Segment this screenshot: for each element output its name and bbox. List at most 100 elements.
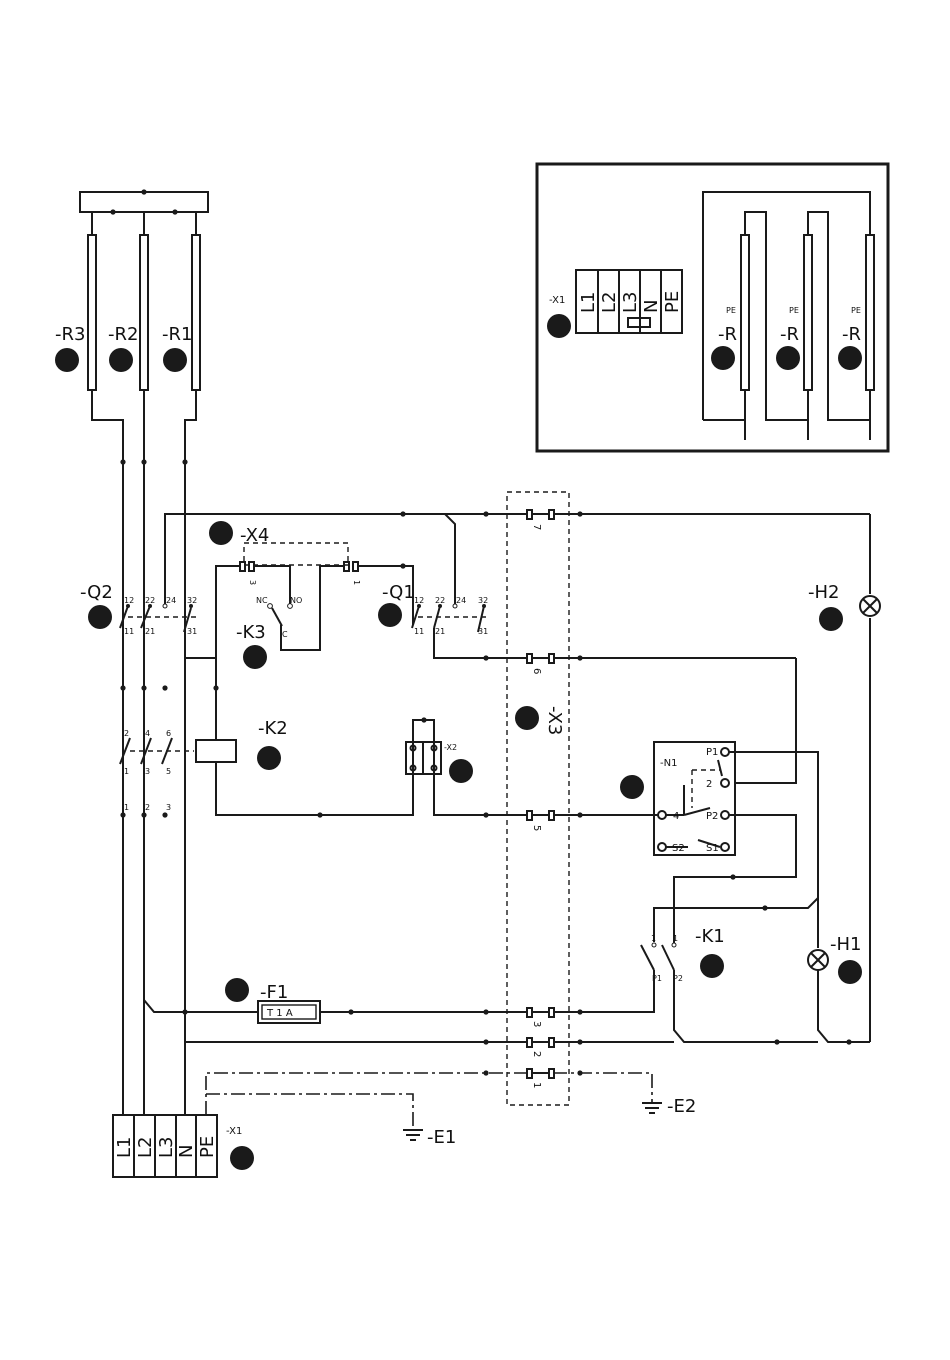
heater-r1-element	[192, 235, 200, 390]
marker-q1	[378, 603, 402, 627]
q1-contact-12: 12	[414, 596, 424, 605]
x3-terminal-5	[527, 811, 554, 820]
label-h1: -H1	[830, 934, 861, 955]
q2-contact-31: 31	[187, 627, 197, 636]
label-k2: -K2	[258, 718, 288, 739]
inset-marker-r2	[776, 346, 800, 370]
marker-x2	[449, 759, 473, 783]
inset-pe-3: PE	[851, 306, 861, 315]
contactor-bottom-5: 5	[166, 767, 171, 776]
marker-x4	[209, 521, 233, 545]
n1-term-4: 4	[673, 811, 679, 822]
ground-e1	[403, 1130, 423, 1140]
label-x3: -X3	[544, 706, 565, 735]
marker-h1	[838, 960, 862, 984]
label-x4: -X4	[240, 525, 269, 546]
inset-label-r2: -R	[780, 324, 799, 345]
n1-term-p1: P1	[706, 747, 718, 758]
x3-terminal-7	[527, 510, 554, 519]
x1-terminal-pe: PE	[197, 1136, 218, 1158]
x3-terminal-6	[527, 654, 554, 663]
marker-x3	[515, 706, 539, 730]
terminal-strip-x3: 7 6 5 3 2 1 -X3	[507, 492, 569, 1105]
contactor-top-6: 6	[166, 729, 171, 738]
n1-term-2: 2	[706, 779, 712, 790]
inset-terminal-l1: L1	[578, 292, 599, 313]
heater-r3-element	[88, 235, 96, 390]
inset-marker-r3	[838, 346, 862, 370]
n1-term-p2: P2	[706, 811, 718, 822]
x3-num-7: 7	[531, 524, 542, 530]
inset-heater-1	[741, 235, 749, 390]
label-r3: -R3	[55, 324, 85, 345]
contactor-top-2: 2	[124, 729, 129, 738]
terminal-block-x1: L1 L2 L3 N PE -X1	[113, 1115, 254, 1177]
marker-f1	[225, 978, 249, 1002]
x1-terminal-l3: L3	[156, 1137, 177, 1158]
q1-contact-21: 21	[435, 627, 445, 636]
coil-k2	[196, 740, 236, 762]
label-e2: -E2	[667, 1096, 696, 1117]
q2-contact-11: 11	[124, 627, 134, 636]
x3-terminal-3	[527, 1008, 554, 1017]
supply-1: 1	[124, 803, 129, 812]
marker-q2	[88, 605, 112, 629]
x3-num-1: 1	[531, 1082, 542, 1088]
q2-contact-22: 22	[145, 596, 155, 605]
label-k1: -K1	[695, 926, 725, 947]
k3-contact-nc: NC	[256, 596, 268, 605]
q2-contact-24: 24	[166, 596, 176, 605]
x4-terminal-1: 1	[352, 580, 361, 585]
x3-num-6: 6	[531, 668, 542, 674]
q2-contact-12: 12	[124, 596, 134, 605]
marker-r1	[163, 348, 187, 372]
label-q1: -Q1	[382, 582, 415, 603]
neutral-earth-lines: -E1 -E2	[185, 1039, 696, 1148]
q2-contact-21: 21	[145, 627, 155, 636]
q1-contact-31: 31	[478, 627, 488, 636]
k3-contact-c: C	[282, 630, 288, 639]
marker-n1	[620, 775, 644, 799]
contactor-bottom-3: 3	[145, 767, 150, 776]
x3-num-2: 2	[531, 1051, 542, 1057]
inset-label-x1: -X1	[549, 295, 565, 306]
ground-e2	[642, 1103, 662, 1113]
inset-marker-x1	[547, 314, 571, 338]
label-x2: -X2	[444, 743, 457, 752]
x3-terminal-2	[527, 1038, 554, 1047]
x1-terminal-n: N	[176, 1145, 197, 1158]
contactor-top-4: 4	[145, 729, 150, 738]
right-control: -H2 P1 2 4 P2 S2 S1 -N1 1	[553, 582, 880, 1045]
x3-num-5: 5	[531, 825, 542, 831]
contactor-k2: 2 4 6 1 3 5 1 2 3 -K2 -X2	[120, 717, 527, 817]
label-k3: -K3	[236, 622, 266, 643]
heater-r2-element	[140, 235, 148, 390]
k1-contact-1a: 1	[651, 934, 656, 943]
fuse-f1: T 1 A -F1	[144, 978, 527, 1023]
x4-terminal-3: 3	[248, 580, 257, 585]
inset-label-r1: -R	[718, 324, 737, 345]
switch-q1: 12 22 24 32 11 21 31 -Q1	[378, 582, 527, 661]
q1-contact-24: 24	[456, 596, 466, 605]
x4-k3-group: 3 1 NC NO C -X4 -K3	[209, 521, 413, 688]
supply-3: 3	[166, 803, 171, 812]
fuse-f1-rating: T 1 A	[266, 1008, 293, 1019]
n1-term-s1: S1	[706, 843, 719, 854]
marker-r2	[109, 348, 133, 372]
label-f1: -F1	[260, 982, 288, 1003]
inset-marker-r1	[711, 346, 735, 370]
k3-contact-no: NO	[290, 596, 302, 605]
marker-k1	[700, 954, 724, 978]
k1-contact-1b: 1	[673, 934, 678, 943]
marker-h2	[819, 607, 843, 631]
q1-contact-11: 11	[414, 627, 424, 636]
x1-terminal-l2: L2	[135, 1137, 156, 1158]
x3-terminal-1	[527, 1069, 554, 1078]
marker-r3	[55, 348, 79, 372]
contactor-bottom-1: 1	[124, 767, 129, 776]
label-e1: -E1	[427, 1127, 456, 1148]
supply-2: 2	[145, 803, 150, 812]
inset-terminal-l3: L3	[620, 292, 641, 313]
inset-pe-2: PE	[789, 306, 799, 315]
marker-k3	[243, 645, 267, 669]
